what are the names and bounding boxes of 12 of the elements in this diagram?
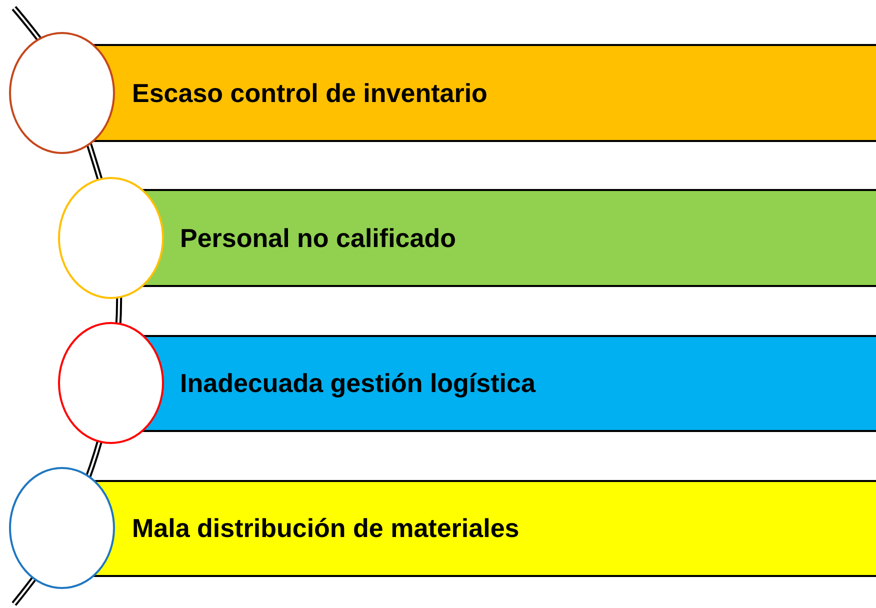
list-bar <box>165 189 876 287</box>
list-bar <box>165 335 876 432</box>
circle-marker <box>8 466 116 590</box>
circle-marker <box>57 176 165 300</box>
bar-label: Inadecuada gestión logística <box>180 368 536 399</box>
circle-marker <box>57 321 165 445</box>
list-bar <box>116 44 876 142</box>
circle-marker <box>8 31 116 155</box>
bar-label: Mala distribución de materiales <box>132 513 520 544</box>
list-bar <box>116 480 876 577</box>
bar-label: Personal no calificado <box>180 222 456 254</box>
bar-label: Escaso control de inventario <box>132 78 488 108</box>
